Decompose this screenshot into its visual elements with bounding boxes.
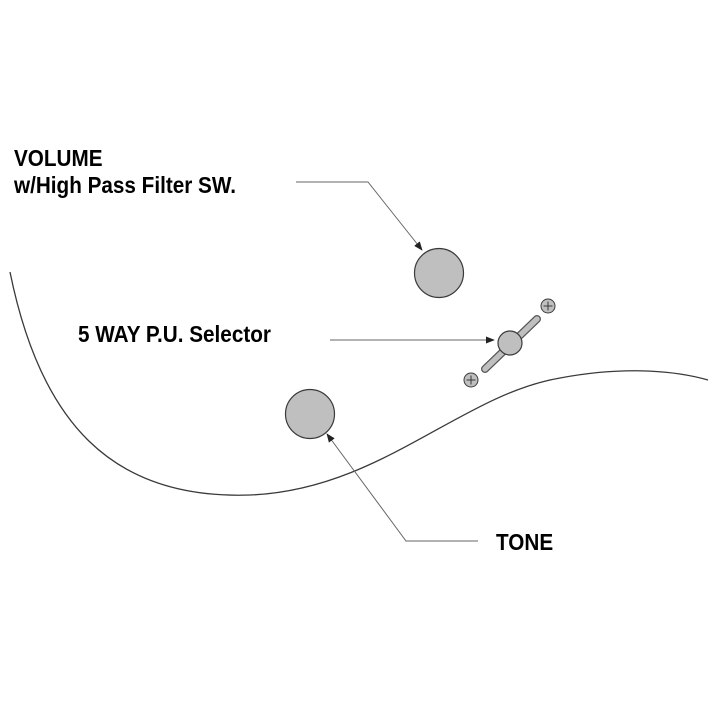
tone-label-text: TONE — [496, 529, 554, 555]
mounting-screw-icon — [540, 298, 556, 314]
volume-knob-icon[interactable] — [413, 247, 465, 299]
selector-label-text: 5 WAY P.U. Selector — [78, 321, 271, 347]
selector-switch-icon[interactable] — [481, 315, 541, 373]
tone-leader-arrow — [326, 433, 478, 542]
mounting-screw-icon — [463, 372, 479, 388]
volume-label-line2: w/High Pass Filter SW. — [14, 172, 237, 198]
volume-leader-arrow — [296, 181, 423, 251]
tone-label: TONE — [496, 529, 553, 556]
volume-label: VOLUME w/High Pass Filter SW. — [14, 145, 236, 199]
volume-label-line1: VOLUME — [14, 145, 103, 171]
selector-label: 5 WAY P.U. Selector — [78, 321, 271, 348]
body-outline — [9, 271, 709, 496]
tone-knob-icon[interactable] — [284, 388, 336, 440]
